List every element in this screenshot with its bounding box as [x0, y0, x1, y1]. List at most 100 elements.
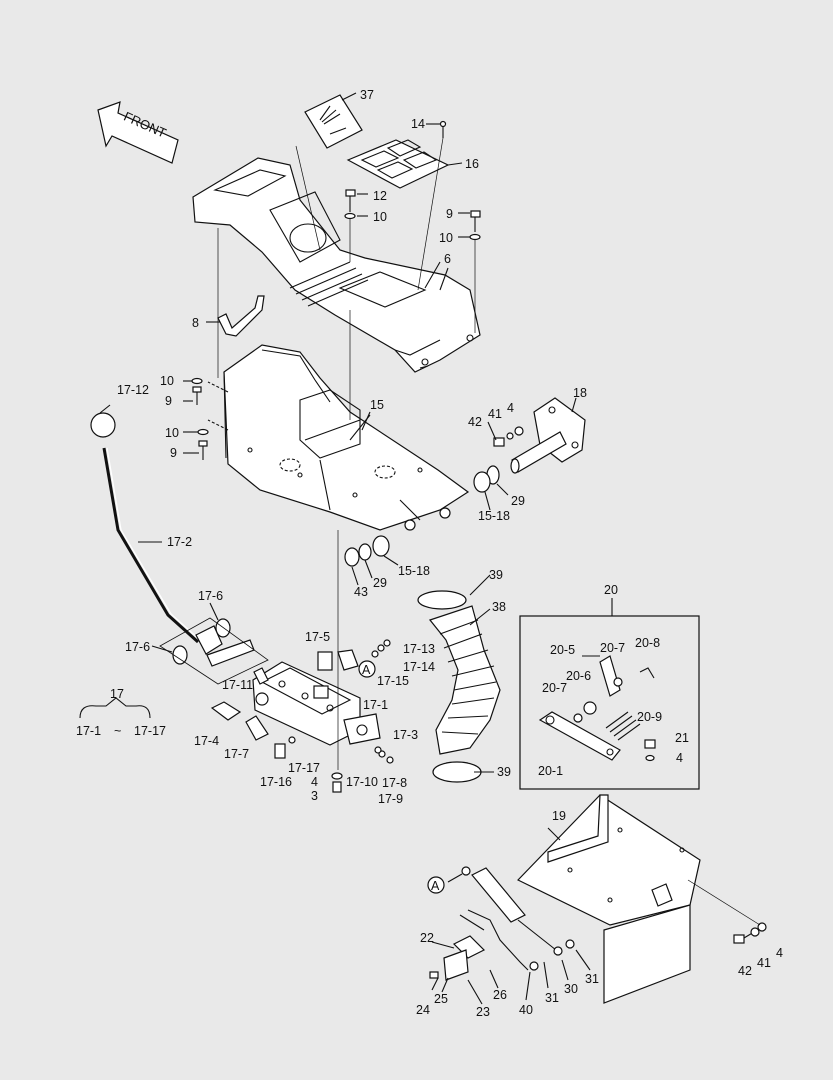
- bushing-group-left: [344, 535, 399, 586]
- plate-19: [516, 794, 701, 1004]
- callout: 17-17: [134, 724, 166, 738]
- shift-bracket-17-1: [252, 649, 381, 746]
- callout: 17-9: [378, 792, 403, 806]
- damper-30: [447, 866, 575, 956]
- callout: 17-10: [346, 775, 378, 789]
- decal-37: [304, 92, 363, 149]
- callout: 17-17: [288, 761, 320, 775]
- callout: 37: [360, 88, 374, 102]
- callout: 4: [311, 775, 318, 789]
- callout: 29: [511, 494, 525, 508]
- callout: 17-4: [194, 734, 219, 748]
- bolt-12: [344, 189, 368, 262]
- callout: 10: [160, 374, 174, 388]
- callout: 39: [497, 765, 511, 779]
- callout: 17-11: [222, 678, 253, 692]
- panel-16: [346, 139, 463, 189]
- callout: 41: [488, 407, 502, 421]
- callout: 20-1: [538, 764, 563, 778]
- callout: 17-12: [117, 383, 149, 397]
- fasteners-17: [210, 530, 394, 793]
- callout: 42: [468, 415, 482, 429]
- callout: 6: [444, 252, 451, 266]
- callout: 14: [411, 117, 425, 131]
- callout: 17-13: [403, 642, 435, 656]
- callout: 4: [507, 401, 514, 415]
- callout: 9: [165, 394, 172, 408]
- callout: 20-6: [566, 669, 591, 683]
- callout: 17-7: [224, 747, 249, 761]
- callout: 42: [738, 964, 752, 978]
- bushing-group-right: [473, 465, 509, 511]
- callout: 23: [476, 1005, 490, 1019]
- callout: 15-18: [478, 509, 510, 523]
- callout: 4: [676, 751, 683, 765]
- callout: 40: [519, 1003, 533, 1017]
- shift-lever: [90, 404, 201, 644]
- callout: 17-5: [305, 630, 330, 644]
- callout: 20-8: [635, 636, 660, 650]
- callout: 17-14: [403, 660, 435, 674]
- callout: 15-18: [398, 564, 430, 578]
- callout: 20-7: [600, 641, 625, 655]
- callout: 30: [564, 982, 578, 996]
- callout: 8: [192, 316, 199, 330]
- callout: 10: [373, 210, 387, 224]
- callout: 20-7: [542, 681, 567, 695]
- bolt-group-bottom-right: [687, 879, 767, 944]
- ref-marker-text: A: [431, 879, 440, 893]
- callout: 29: [373, 576, 387, 590]
- callout: 9: [170, 446, 177, 460]
- callout: 17-15: [377, 674, 409, 688]
- callout: 19: [552, 809, 566, 823]
- callout: 12: [373, 189, 387, 203]
- bolt-9-left: [183, 228, 219, 460]
- callout: 22: [420, 931, 434, 945]
- callout: 31: [585, 972, 599, 986]
- callout: 16: [465, 157, 479, 171]
- callout: 17-6: [125, 640, 150, 654]
- front-arrow: FRONT: [97, 101, 179, 164]
- callout: 41: [757, 956, 771, 970]
- console-cover-6: [192, 157, 481, 373]
- lever-pivot-17-6: [151, 602, 269, 685]
- callout: 17: [110, 687, 124, 701]
- callout: 17-1: [363, 698, 388, 712]
- frame-15: [207, 344, 470, 531]
- switch-22: [429, 909, 539, 981]
- bracket-8: [206, 295, 265, 337]
- callout: 20-9: [637, 710, 662, 724]
- callout: 10: [165, 426, 179, 440]
- leader-lines: [295, 145, 591, 1005]
- callout: 38: [492, 600, 506, 614]
- hose-38: [417, 574, 501, 783]
- callout: 31: [545, 991, 559, 1005]
- callout: 17-3: [393, 728, 418, 742]
- callout: 17-8: [382, 776, 407, 790]
- group-bracket-17: [79, 697, 151, 719]
- callout: 17-2: [167, 535, 192, 549]
- callout: 24: [416, 1003, 430, 1017]
- callout: 17-6: [198, 589, 223, 603]
- callout: 21: [675, 731, 689, 745]
- callout: 10: [439, 231, 453, 245]
- callout: 17-16: [260, 775, 292, 789]
- callout: 17-1: [76, 724, 101, 738]
- callout: ~: [114, 724, 121, 738]
- ref-marker-text: A: [362, 663, 371, 677]
- callout: 3: [311, 789, 318, 803]
- callout: 18: [573, 386, 587, 400]
- bolt-9-top: [458, 210, 481, 333]
- ref-marker-a-upper: A: [358, 660, 376, 678]
- box-20: [519, 598, 700, 790]
- callout: 15: [370, 398, 384, 412]
- ref-marker-a-lower: A: [427, 876, 445, 894]
- callout: 43: [354, 585, 368, 599]
- callout: 9: [446, 207, 453, 221]
- bolt-14: [417, 120, 447, 291]
- callout-labels: 37 14 16 12 10 9 10 6 8 10 9 17-12 10 9 …: [76, 88, 783, 1019]
- callout: 20: [604, 583, 618, 597]
- callout: 26: [493, 988, 507, 1002]
- callout: 4: [776, 946, 783, 960]
